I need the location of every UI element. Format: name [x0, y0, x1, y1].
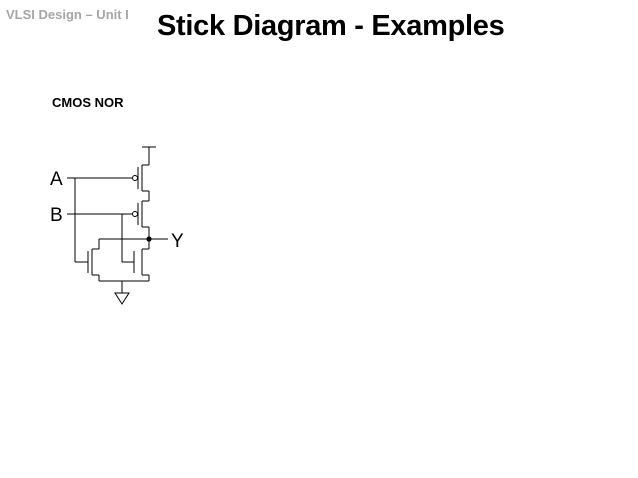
nmos-a-transistor — [87, 248, 100, 281]
nmos-b-transistor — [133, 248, 150, 281]
input-a-label: A — [50, 169, 63, 190]
vdd-rail — [142, 146, 156, 165]
input-b-label: B — [50, 205, 63, 226]
output-net — [98, 238, 168, 249]
circuit-name: CMOS NOR — [52, 95, 124, 110]
output-y-label: Y — [171, 231, 184, 252]
course-header: VLSI Design – Unit I — [6, 7, 129, 22]
input-a-wire — [67, 177, 132, 263]
pmos-b-transistor — [132, 200, 150, 239]
output-junction-dot — [146, 236, 152, 242]
pmos-a-transistor — [132, 164, 150, 201]
input-b-wire — [67, 213, 134, 263]
ground-symbol — [99, 280, 149, 305]
slide-title: Stick Diagram - Examples — [157, 10, 505, 42]
